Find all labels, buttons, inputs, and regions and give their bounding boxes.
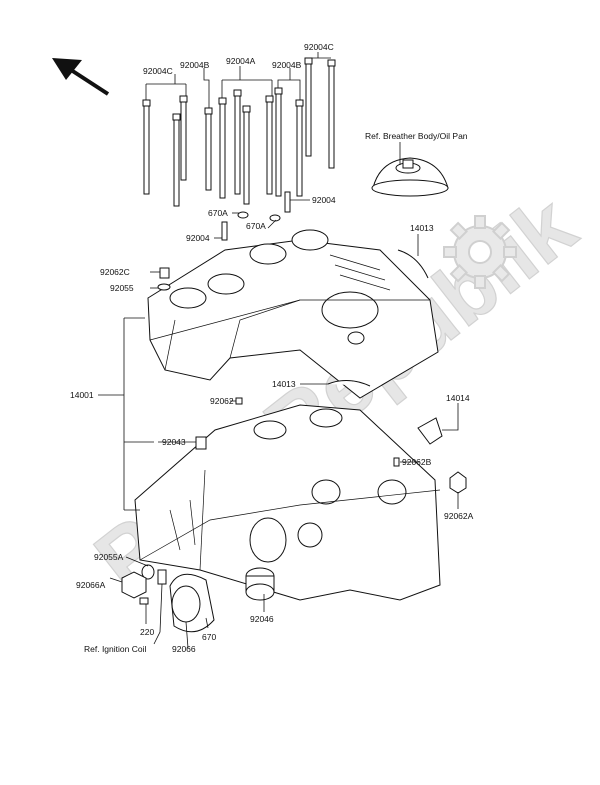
- label-92066: 92066: [172, 644, 196, 654]
- label-92004C-b: 92004C: [304, 42, 334, 52]
- breather-cover: [371, 157, 449, 197]
- label-14013-b: 14013: [272, 379, 296, 389]
- label-92004-left: 92004: [186, 233, 210, 243]
- label-92004-right: 92004: [312, 195, 336, 205]
- label-92004B-b: 92004B: [272, 60, 302, 70]
- label-92062: 92062: [210, 396, 234, 406]
- label-92062B: 92062B: [402, 457, 432, 467]
- arrow-up-left-icon: [52, 58, 110, 96]
- lower-crankcase: [134, 404, 441, 601]
- leader-lines: [98, 52, 459, 649]
- label-92004B-a: 92004B: [180, 60, 210, 70]
- label-670: 670: [202, 632, 216, 642]
- upper-crankcase: [147, 229, 439, 399]
- gear-icon: [443, 215, 517, 289]
- part-labels: 92004C 92004B 92004A 92004C 92004B Ref. …: [70, 42, 474, 654]
- label-92062A: 92062A: [444, 511, 474, 521]
- label-92046: 92046: [250, 614, 274, 624]
- label-92055A: 92055A: [94, 552, 124, 562]
- label-92004C-a: 92004C: [143, 66, 173, 76]
- label-ref-ignition: Ref. Ignition Coil: [84, 644, 146, 654]
- label-92055: 92055: [110, 283, 134, 293]
- small-parts: [121, 249, 467, 633]
- label-92004A: 92004A: [226, 56, 256, 66]
- label-92043: 92043: [162, 437, 186, 447]
- label-220: 220: [140, 627, 154, 637]
- label-670A-a: 670A: [208, 208, 228, 218]
- crankcase-bolts: [142, 57, 336, 241]
- label-92066A: 92066A: [76, 580, 106, 590]
- label-92062C: 92062C: [100, 267, 130, 277]
- label-670A-b: 670A: [246, 221, 266, 231]
- label-14013-a: 14013: [410, 223, 434, 233]
- label-ref-breather: Ref. Breather Body/Oil Pan: [365, 131, 468, 141]
- label-14014: 14014: [446, 393, 470, 403]
- label-14001: 14001: [70, 390, 94, 400]
